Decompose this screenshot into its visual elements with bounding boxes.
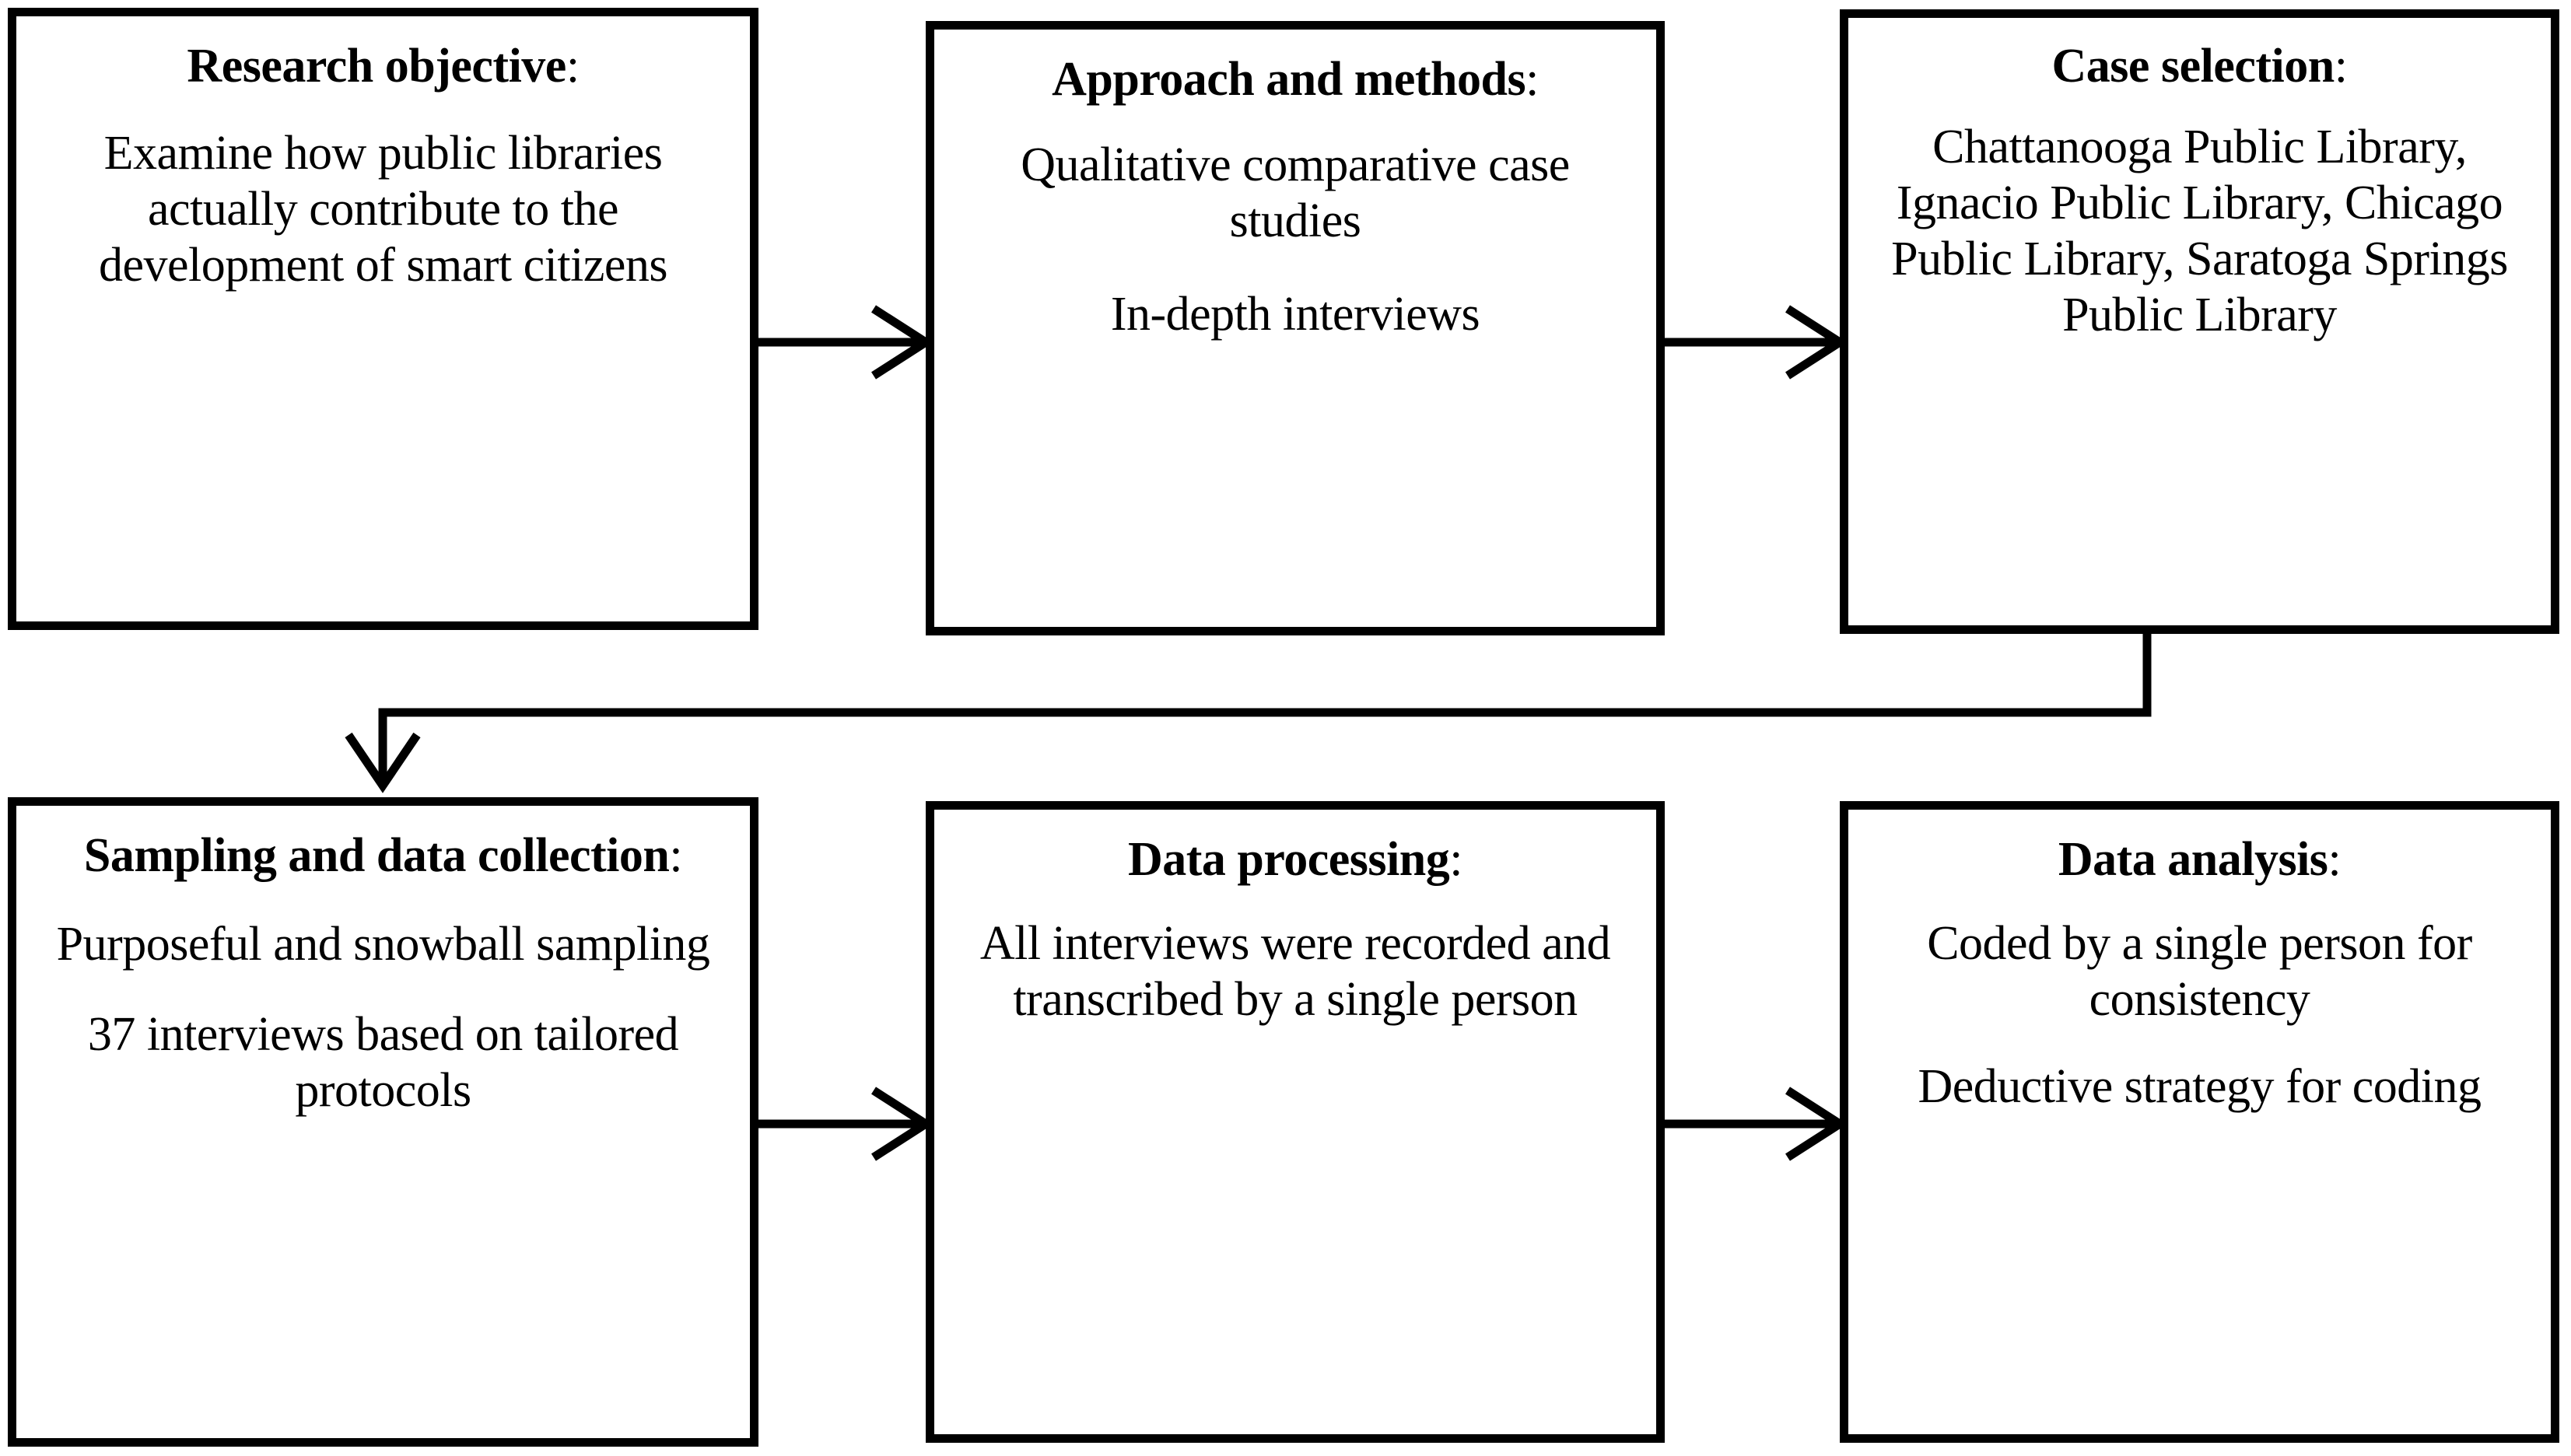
box-heading-research-objective: Research objective:: [187, 40, 580, 93]
flow-box-approach-methods[interactable]: Approach and methods: Qualitative compar…: [926, 21, 1665, 635]
flow-box-sampling-collection[interactable]: Sampling and data collection: Purposeful…: [8, 797, 758, 1447]
box-paragraph: Examine how public libraries actually co…: [99, 127, 667, 292]
box-heading-sampling-collection: Sampling and data collection:: [83, 829, 683, 882]
box-paragraph: In-depth interviews: [1110, 288, 1480, 341]
box-heading-case-selection: Case selection:: [2051, 40, 2348, 93]
box-paragraph: Purposeful and snowball sampling: [56, 918, 710, 971]
box-heading-data-analysis: Data analysis:: [2058, 833, 2342, 886]
flow-box-data-analysis[interactable]: Data analysis: Coded by a single person …: [1840, 801, 2559, 1443]
connector-arrow-approach-methods-to-case-selection: [1665, 296, 1848, 389]
box-paragraph: All interviews were recorded and transcr…: [979, 917, 1611, 1027]
box-paragraph: Chattanooga Public Library, Ignacio Publ…: [1891, 121, 2508, 342]
flow-box-case-selection[interactable]: Case selection: Chattanooga Public Libra…: [1840, 9, 2559, 634]
flow-box-research-objective[interactable]: Research objective: Examine how public l…: [8, 8, 758, 630]
box-paragraph: Deductive strategy for coding: [1918, 1060, 2482, 1114]
box-paragraph: 37 interviews based on tailored protocol…: [87, 1008, 679, 1118]
box-heading-data-processing: Data processing:: [1127, 833, 1463, 886]
connector-arrow-data-processing-to-data-analysis: [1665, 1077, 1848, 1171]
box-heading-approach-methods: Approach and methods:: [1052, 53, 1539, 106]
box-paragraph: Qualitative comparative case studies: [1021, 138, 1570, 248]
flow-box-data-processing[interactable]: Data processing: All interviews were rec…: [926, 801, 1665, 1443]
connector-arrow-case-selection-to-sampling-collection: [335, 626, 2201, 793]
connector-arrow-sampling-collection-to-data-processing: [758, 1077, 934, 1171]
connector-arrow-research-objective-to-approach-methods: [758, 296, 934, 389]
box-paragraph: Coded by a single person for consistency: [1927, 917, 2472, 1027]
